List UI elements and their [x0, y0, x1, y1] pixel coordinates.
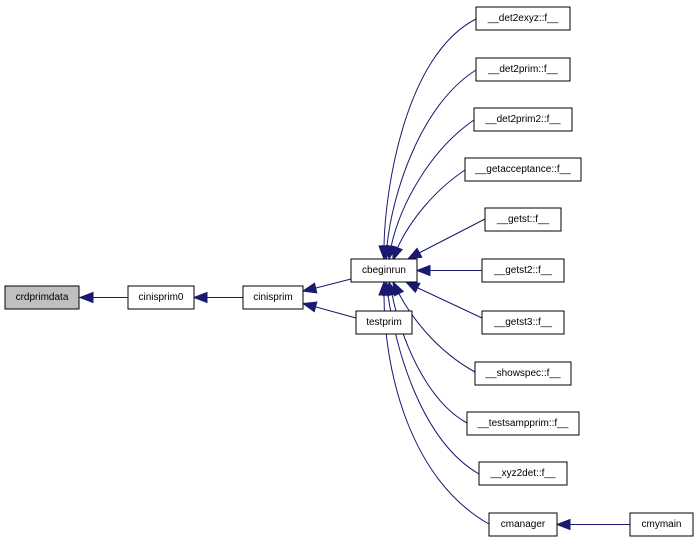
edge-det2prim-to-cbeginrun — [386, 69, 477, 247]
edge-testsampprim-to-cbeginrun — [391, 293, 468, 424]
node-label-cmanager: cmanager — [501, 519, 546, 530]
arrowhead-cmanager-to-cbeginrun — [378, 280, 390, 296]
node-label-cinisprim: cinisprim — [253, 292, 292, 303]
graph-edges — [78, 18, 630, 531]
edge-getst-to-cbeginrun — [418, 218, 486, 254]
edge-cbeginrun-to-cinisprim — [315, 278, 352, 289]
node-det2prim[interactable]: __det2prim::f__ — [475, 57, 571, 82]
node-getst3[interactable]: __getst3::f__ — [481, 310, 565, 335]
node-showspec[interactable]: __showspec::f__ — [474, 361, 572, 386]
arrowhead-cinisprim-to-cinisprim0 — [192, 291, 208, 304]
node-cbeginrun[interactable]: cbeginrun — [350, 258, 418, 283]
node-label-xyz2det: __xyz2det::f__ — [489, 468, 555, 479]
edge-getacceptance-to-cbeginrun — [396, 169, 466, 250]
node-label-det2prim2: __det2prim2::f__ — [484, 114, 560, 125]
arrowhead-cbeginrun-to-cinisprim — [301, 282, 318, 294]
node-label-showspec: __showspec::f__ — [484, 368, 560, 379]
node-label-testprim: testprim — [366, 317, 402, 328]
node-label-getst2: __getst2::f__ — [493, 265, 552, 276]
arrowhead-getst3-to-cbeginrun — [404, 281, 421, 294]
node-label-testsampprim: __testsampprim::f__ — [477, 418, 569, 429]
node-getst2[interactable]: __getst2::f__ — [481, 258, 565, 283]
node-getst[interactable]: __getst::f__ — [484, 207, 562, 232]
node-label-crdprimdata: crdprimdata — [16, 292, 69, 303]
edge-getst3-to-cbeginrun — [417, 287, 483, 319]
node-cmanager[interactable]: cmanager — [488, 512, 558, 537]
node-cinisprim0[interactable]: cinisprim0 — [127, 285, 195, 310]
edge-testprim-to-cinisprim — [315, 306, 357, 319]
node-label-cmymain: cmymain — [641, 519, 681, 530]
edge-showspec-to-cbeginrun — [397, 291, 476, 373]
edge-det2exyz-to-cbeginrun — [383, 18, 477, 247]
node-getacceptance[interactable]: __getacceptance::f__ — [464, 157, 582, 182]
node-testsampprim[interactable]: __testsampprim::f__ — [466, 411, 580, 436]
arrowhead-testprim-to-cinisprim — [301, 301, 318, 313]
node-label-getst3: __getst3::f__ — [493, 317, 552, 328]
edge-det2prim2-to-cbeginrun — [390, 119, 475, 248]
node-det2prim2[interactable]: __det2prim2::f__ — [473, 107, 573, 132]
node-xyz2det[interactable]: __xyz2det::f__ — [478, 461, 568, 486]
node-testprim[interactable]: testprim — [355, 310, 413, 335]
node-label-det2prim: __det2prim::f__ — [487, 64, 558, 75]
node-crdprimdata[interactable]: crdprimdata — [4, 285, 80, 310]
node-cinisprim[interactable]: cinisprim — [242, 285, 304, 310]
node-label-cbeginrun: cbeginrun — [362, 265, 406, 276]
node-label-det2exyz: __det2exyz::f__ — [487, 13, 559, 24]
node-label-getst: __getst::f__ — [496, 214, 550, 225]
node-label-getacceptance: __getacceptance::f__ — [474, 164, 571, 175]
arrowhead-cinisprim0-to-crdprimdata — [78, 291, 94, 304]
arrowhead-cmymain-to-cmanager — [555, 518, 571, 531]
arrowhead-getacceptance-to-cbeginrun — [392, 245, 403, 262]
node-cmymain[interactable]: cmymain — [629, 512, 694, 537]
graph-nodes: crdprimdata cinisprim0 cinisprim cbeginr… — [4, 6, 694, 537]
node-det2exyz[interactable]: __det2exyz::f__ — [475, 6, 571, 31]
arrowhead-getst-to-cbeginrun — [406, 247, 423, 260]
arrowhead-getst2-to-cbeginrun — [415, 264, 431, 277]
node-label-cinisprim0: cinisprim0 — [138, 292, 183, 303]
